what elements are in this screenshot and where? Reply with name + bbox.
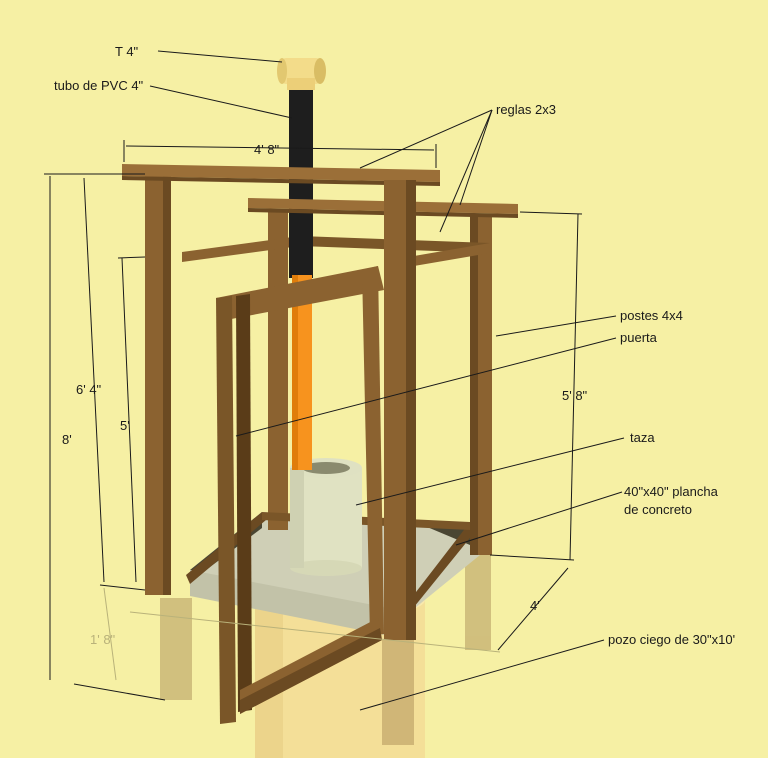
door-left-stile bbox=[216, 296, 236, 724]
pvc-pipe bbox=[289, 78, 313, 470]
dim-post-height: 6' 4" bbox=[76, 382, 102, 397]
front-right-post-side bbox=[406, 180, 416, 640]
t-fitting bbox=[277, 58, 326, 90]
door bbox=[216, 266, 384, 724]
dim-door-height-line bbox=[121, 257, 137, 583]
side-rail-left bbox=[182, 236, 300, 262]
dim-total-height-tick-bottom bbox=[73, 683, 166, 701]
dimension-lines bbox=[44, 140, 583, 701]
top-rail-front-edge bbox=[122, 176, 440, 186]
t-fitting-body bbox=[282, 58, 320, 84]
door-left-stile-inner bbox=[236, 294, 252, 712]
bowl-hole bbox=[302, 462, 350, 474]
door-top-rail bbox=[216, 266, 384, 320]
leader-rails-2 bbox=[439, 109, 493, 233]
dim-buried-line bbox=[103, 587, 117, 681]
buried-post-rear-right bbox=[465, 555, 491, 650]
label-bowl: taza bbox=[630, 430, 655, 445]
side-rails bbox=[182, 236, 490, 266]
bottom-rail-right bbox=[406, 522, 478, 612]
t-fitting-left-end bbox=[277, 58, 287, 84]
side-rail-right bbox=[414, 243, 490, 266]
leader-pvc bbox=[149, 85, 293, 119]
leader-pit bbox=[359, 639, 605, 711]
dim-buried-depth: 1' 8" bbox=[90, 632, 116, 647]
dim-rear-height: 5' 8" bbox=[562, 388, 588, 403]
top-rails bbox=[122, 164, 518, 218]
buried-post-front-right bbox=[382, 640, 414, 745]
label-door: puerta bbox=[620, 330, 658, 345]
dim-top-width-line bbox=[125, 145, 435, 151]
bowl-base bbox=[290, 560, 362, 576]
top-rail-back-edge bbox=[248, 208, 518, 218]
door-bottom-rail-shade bbox=[240, 628, 382, 714]
leader-bowl bbox=[355, 437, 625, 506]
dim-top-width: 4' 8" bbox=[254, 142, 280, 157]
buried-post-front-left bbox=[160, 598, 192, 700]
dim-buried-lines bbox=[103, 587, 501, 681]
rear-left-post bbox=[268, 210, 288, 530]
door-right-stile bbox=[362, 266, 384, 636]
leader-door bbox=[235, 337, 617, 437]
leader-t-fitting bbox=[157, 50, 283, 63]
front-left-post bbox=[145, 175, 171, 595]
dim-base-line bbox=[129, 611, 501, 653]
label-pit: pozo ciego de 30"x10' bbox=[608, 632, 735, 647]
buried-posts bbox=[160, 555, 491, 745]
dim-rear-height-line bbox=[569, 213, 579, 561]
label-t-fitting: T 4" bbox=[115, 44, 139, 59]
dim-rear-height-tick-bottom bbox=[489, 554, 575, 561]
leader-lines bbox=[149, 50, 625, 711]
pvc-pipe-orange-shade bbox=[292, 275, 298, 470]
dim-depth-line bbox=[497, 567, 569, 651]
dim-door-height-tick-top bbox=[117, 256, 146, 259]
rear-right-post-shade bbox=[470, 215, 478, 555]
dim-post-height-line bbox=[83, 177, 105, 583]
leader-rails-1 bbox=[359, 109, 493, 169]
dim-base-depth: 4' bbox=[530, 598, 540, 613]
leader-posts bbox=[495, 315, 617, 337]
label-slab-line1: 40"x40" plancha bbox=[624, 484, 719, 499]
dim-total-height: 8' bbox=[62, 432, 72, 447]
front-right-post bbox=[384, 180, 416, 640]
label-slab-line2: de concreto bbox=[624, 502, 692, 517]
toilet-bowl bbox=[290, 458, 362, 576]
leader-rails-3 bbox=[459, 109, 493, 206]
label-pvc-pipe: tubo de PVC 4" bbox=[54, 78, 144, 93]
label-posts: postes 4x4 bbox=[620, 308, 683, 323]
top-rail-back bbox=[248, 198, 518, 214]
dim-post-height-tick-bottom bbox=[99, 584, 146, 591]
leader-slab bbox=[455, 491, 623, 546]
front-left-post-side bbox=[163, 175, 171, 595]
label-rails: reglas 2x3 bbox=[496, 102, 556, 117]
dim-rear-height-tick-top bbox=[519, 211, 583, 215]
t-fitting-collar bbox=[287, 78, 315, 90]
t-fitting-right-end bbox=[314, 58, 326, 84]
dim-door-height: 5' bbox=[120, 418, 130, 433]
bowl-shade bbox=[290, 468, 304, 568]
